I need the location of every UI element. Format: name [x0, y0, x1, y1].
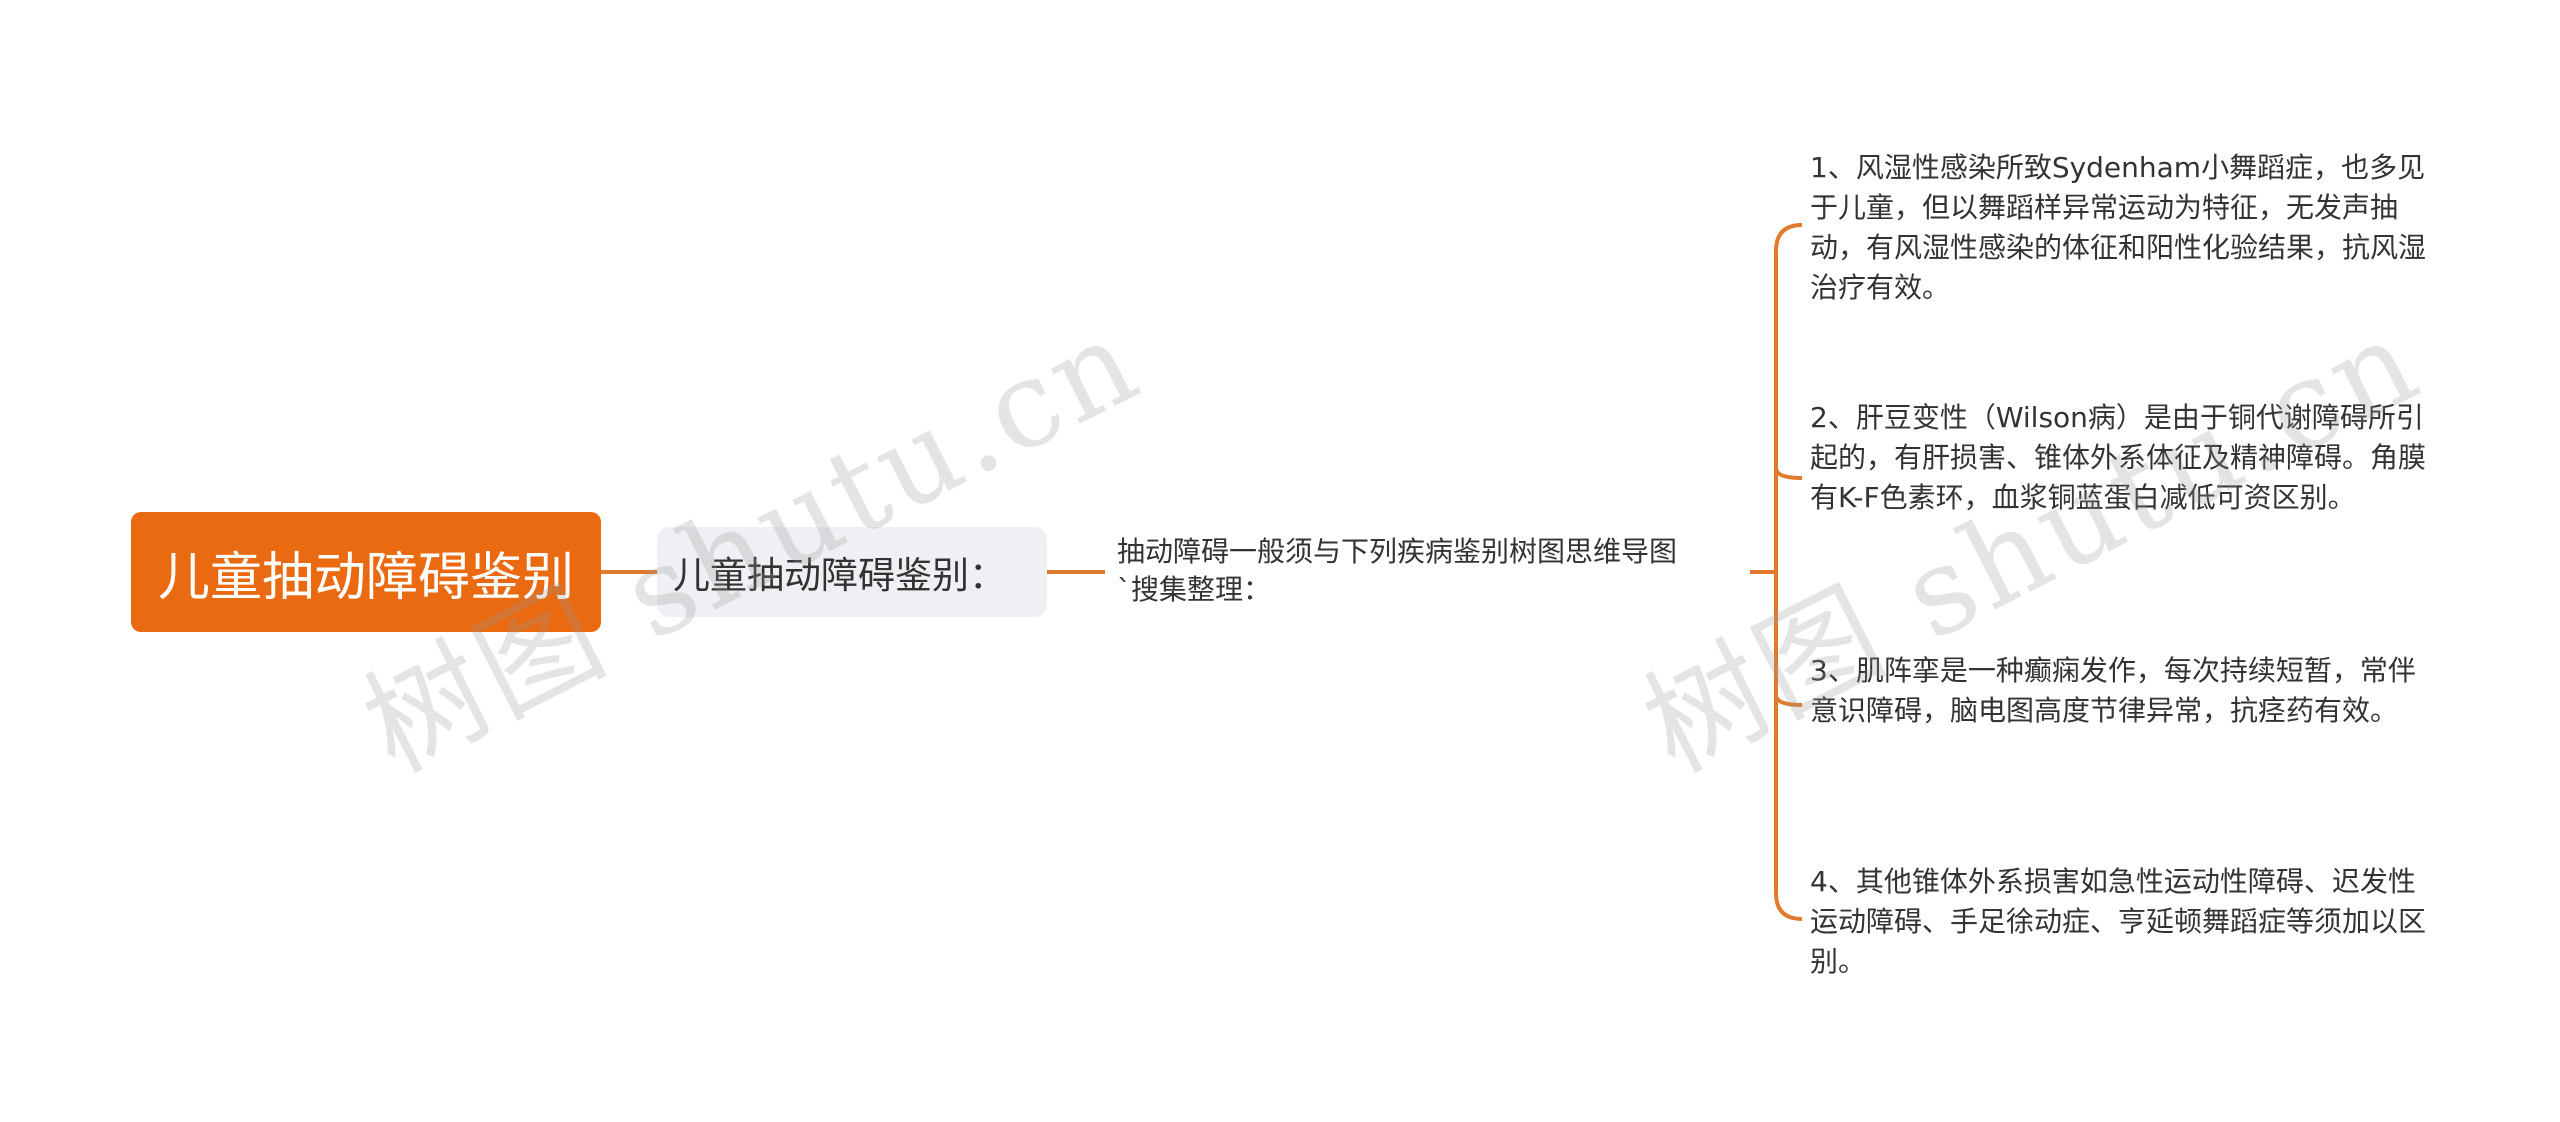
leaf-node-3-text: 3、肌阵挛是一种癫痫发作，每次持续短暂，常伴意识障碍，脑电图高度节律异常，抗痉药…	[1810, 654, 2416, 727]
root-node[interactable]: 儿童抽动障碍鉴别	[131, 512, 601, 632]
level2-node[interactable]: 抽动障碍一般须与下列疾病鉴别树图思维导图 `搜集整理：	[1117, 533, 1757, 609]
root-node-label: 儿童抽动障碍鉴别	[157, 547, 574, 608]
level1-node-label: 儿童抽动障碍鉴别：	[673, 554, 1006, 597]
leaf-node-2-text: 2、肝豆变性（Wilson病）是由于铜代谢障碍所引起的，有肝损害、锥体外系体征及…	[1810, 401, 2427, 514]
leaf-node-3[interactable]: 3、肌阵挛是一种癫痫发作，每次持续短暂，常伴意识障碍，脑电图高度节律异常，抗痉药…	[1810, 651, 2430, 731]
level2-node-line1: 抽动障碍一般须与下列疾病鉴别树图思维导图	[1117, 535, 1678, 568]
connector-leaf-3	[1774, 694, 1803, 707]
connector-leaf-2	[1774, 467, 1803, 480]
leaf-node-1[interactable]: 1、风湿性感染所致Sydenham小舞蹈症，也多见于儿童，但以舞蹈样异常运动为特…	[1810, 148, 2430, 308]
level1-node[interactable]: 儿童抽动障碍鉴别：	[657, 527, 1047, 617]
leaf-node-2[interactable]: 2、肝豆变性（Wilson病）是由于铜代谢障碍所引起的，有肝损害、锥体外系体征及…	[1810, 398, 2430, 518]
leaf-node-1-text: 1、风湿性感染所致Sydenham小舞蹈症，也多见于儿童，但以舞蹈样异常运动为特…	[1810, 151, 2427, 304]
leaf-node-4-text: 4、其他锥体外系损害如急性运动性障碍、迟发性运动障碍、手足徐动症、亨延顿舞蹈症等…	[1810, 865, 2427, 978]
leaf-node-4[interactable]: 4、其他锥体外系损害如急性运动性障碍、迟发性运动障碍、手足徐动症、亨延顿舞蹈症等…	[1810, 862, 2430, 982]
level2-node-line2: `搜集整理：	[1117, 573, 1272, 606]
connector-bracket	[1774, 223, 1803, 921]
